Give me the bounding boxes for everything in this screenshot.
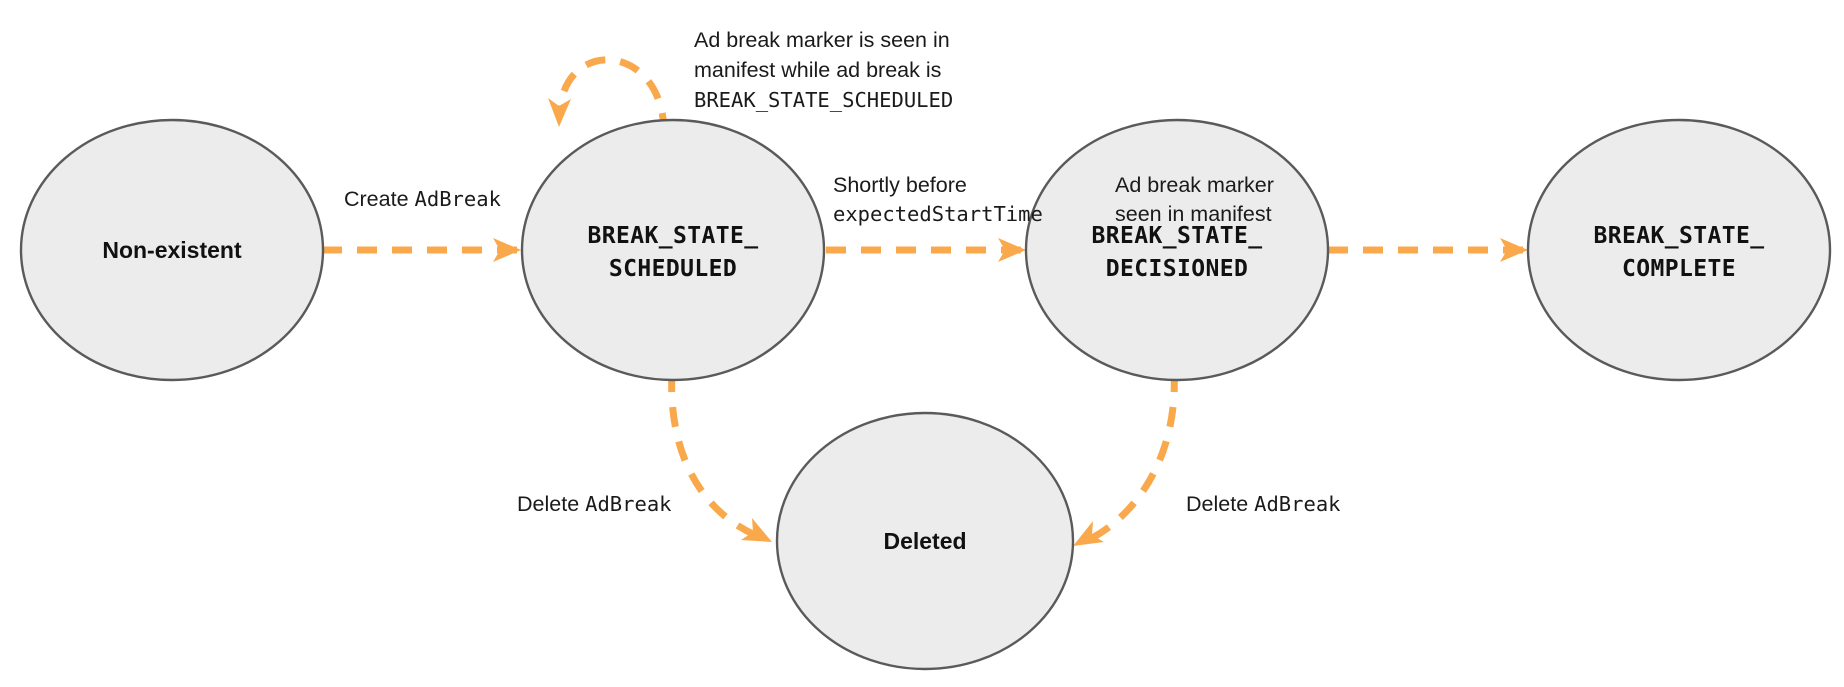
edge-self-loop-scheduled: [548, 56, 668, 134]
node-break-state-complete-label-line2: COMPLETE: [1622, 256, 1736, 282]
node-break-state-decisioned-label-line1: BREAK_STATE_: [1092, 223, 1263, 249]
edge-label-delete-right-mono: AdBreak: [1254, 492, 1341, 516]
edge-label-shortly-before-line1: Shortly before: [833, 173, 967, 197]
node-break-state-decisioned[interactable]: BREAK_STATE_ DECISIONED: [1024, 118, 1330, 382]
node-non-existent[interactable]: Non-existent: [19, 118, 325, 382]
node-break-state-scheduled-shape[interactable]: [520, 118, 826, 382]
node-non-existent-label: Non-existent: [102, 237, 242, 263]
svg-text:Delete AdBreak: Delete AdBreak: [1186, 492, 1341, 516]
edge-scheduled-to-deleted-arrowhead: [741, 518, 772, 542]
edge-label-scheduled-to-decisioned: Shortly before expectedStartTime: [833, 173, 1043, 226]
node-break-state-complete[interactable]: BREAK_STATE_ COMPLETE: [1526, 118, 1832, 382]
node-break-state-decisioned-shape[interactable]: [1024, 118, 1330, 382]
edge-decisioned-to-complete: [1328, 238, 1528, 262]
node-break-state-scheduled[interactable]: BREAK_STATE_ SCHEDULED: [520, 118, 826, 382]
edge-label-create-adbreak: Create AdBreak: [344, 187, 502, 211]
edge-label-delete-left-mono: AdBreak: [585, 492, 672, 516]
edge-label-shortly-before-line2: expectedStartTime: [833, 202, 1043, 226]
svg-text:Delete AdBreak: Delete AdBreak: [517, 492, 672, 516]
node-deleted-shape[interactable]: [775, 411, 1075, 671]
edge-decisioned-to-deleted-arrowhead: [1073, 521, 1104, 546]
node-break-state-scheduled-label-line2: SCHEDULED: [609, 256, 737, 282]
edge-label-decisioned-to-complete: Ad break marker seen in manifest: [1115, 173, 1274, 226]
edge-self-loop-scheduled-line: [556, 56, 668, 134]
edge-decisioned-to-deleted-line: [1090, 371, 1178, 542]
node-break-state-decisioned-label-line2: DECISIONED: [1106, 256, 1248, 282]
edge-scheduled-to-decisioned-arrowhead: [998, 238, 1026, 262]
edge-label-create-adbreak-text: Create: [344, 187, 415, 211]
edge-label-delete-left-text: Delete: [517, 492, 585, 516]
edge-label-delete-right-text: Delete: [1186, 492, 1254, 516]
edge-label-self-loop-line3: BREAK_STATE_SCHEDULED: [694, 88, 953, 112]
edge-label-marker-seen-line1: Ad break marker: [1115, 173, 1274, 197]
edge-decisioned-to-deleted: [1073, 371, 1178, 546]
edge-scheduled-to-deleted: [668, 371, 772, 542]
svg-text:Create AdBreak: Create AdBreak: [344, 187, 502, 211]
node-deleted[interactable]: Deleted: [775, 411, 1075, 671]
node-break-state-scheduled-label-line1: BREAK_STATE_: [588, 223, 759, 249]
edge-label-marker-seen-line2: seen in manifest: [1115, 202, 1272, 226]
edge-label-decisioned-to-deleted: Delete AdBreak: [1186, 492, 1341, 516]
edge-create-adbreak-arrowhead: [493, 238, 521, 262]
edge-label-self-loop-line1: Ad break marker is seen in: [694, 28, 950, 52]
edge-label-create-adbreak-mono: AdBreak: [415, 187, 502, 211]
edge-create-adbreak: [322, 238, 521, 262]
edge-label-scheduled-to-deleted: Delete AdBreak: [517, 492, 672, 516]
edge-scheduled-to-deleted-line: [668, 371, 757, 539]
edge-decisioned-to-complete-arrowhead: [1500, 238, 1528, 262]
node-break-state-complete-shape[interactable]: [1526, 118, 1832, 382]
edge-label-self-loop-scheduled: Ad break marker is seen in manifest whil…: [694, 28, 953, 112]
node-deleted-label: Deleted: [883, 528, 966, 554]
node-non-existent-shape[interactable]: [19, 118, 325, 382]
edge-label-self-loop-line2: manifest while ad break is: [694, 58, 941, 82]
edge-self-loop-scheduled-arrowhead: [548, 98, 571, 127]
edge-scheduled-to-decisioned: [826, 238, 1026, 262]
node-break-state-complete-label-line1: BREAK_STATE_: [1594, 223, 1765, 249]
